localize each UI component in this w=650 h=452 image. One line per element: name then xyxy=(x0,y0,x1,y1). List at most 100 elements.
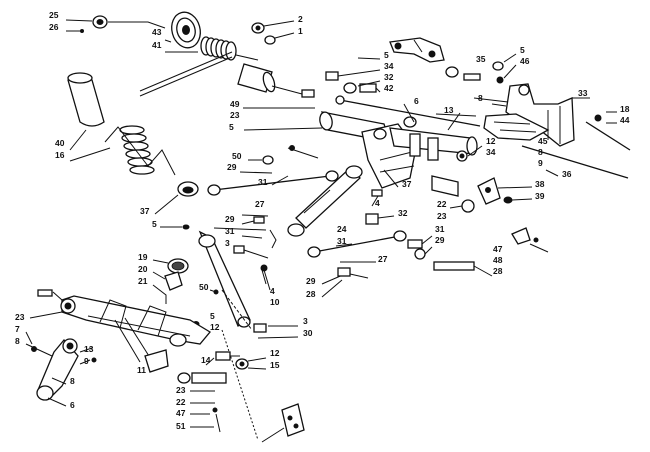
callout-c46: 46 xyxy=(520,56,530,66)
upper-shaft xyxy=(335,95,481,127)
callout-c5c: 5 xyxy=(229,122,234,132)
callout-c40: 40 xyxy=(55,138,65,148)
callout-c9a: 9 xyxy=(538,158,543,168)
callout-c12c: 12 xyxy=(270,348,280,358)
callout-c29c: 29 xyxy=(435,235,445,245)
callout-c35: 35 xyxy=(476,54,486,64)
callout-c3b: 3 xyxy=(303,316,308,326)
callout-c22a: 22 xyxy=(437,199,447,209)
callout-c1a: 1 xyxy=(298,26,303,36)
callout-c29b: 29 xyxy=(225,214,235,224)
callout-labels: 2526214341534324254635861333184449234016… xyxy=(15,10,630,431)
callout-c6a: 6 xyxy=(414,96,419,106)
callout-c44: 44 xyxy=(620,115,630,125)
callout-c38: 38 xyxy=(535,179,545,189)
callout-c10: 10 xyxy=(270,297,280,307)
spacer-tube xyxy=(237,63,276,93)
callout-c29d: 29 xyxy=(306,276,316,286)
callout-c5a: 5 xyxy=(384,50,389,60)
callout-c22b: 22 xyxy=(176,397,186,407)
callout-c8c: 8 xyxy=(15,336,20,346)
callout-c4a: 4 xyxy=(375,198,380,208)
callout-c45: 45 xyxy=(538,136,548,146)
lower-right-spacers xyxy=(431,150,475,213)
long-bolt-36 xyxy=(521,145,629,179)
callout-c16: 16 xyxy=(55,150,65,160)
callout-c9b: 9 xyxy=(84,356,89,366)
callout-c5d: 5 xyxy=(152,219,157,229)
callout-c34b: 34 xyxy=(486,147,496,157)
callout-c5b: 5 xyxy=(520,45,525,55)
callout-c49: 49 xyxy=(230,99,240,109)
idler-pulley xyxy=(171,11,201,49)
callout-c13b: 13 xyxy=(84,344,94,354)
callout-c51: 51 xyxy=(176,421,186,431)
callout-c27b: 27 xyxy=(378,254,388,264)
callout-c12a: 12 xyxy=(486,136,496,146)
callout-c27a: 27 xyxy=(255,199,265,209)
callout-c5e: 5 xyxy=(210,311,215,321)
callout-c37a: 37 xyxy=(402,179,412,189)
main-crossbar xyxy=(319,111,478,189)
callout-c34a: 34 xyxy=(384,61,394,71)
callout-c2a: 2 xyxy=(298,14,303,24)
callout-c23a: 23 xyxy=(230,110,240,120)
callout-c43: 43 xyxy=(152,27,162,37)
bumper-19 xyxy=(167,258,189,274)
end-link-6 xyxy=(36,338,79,401)
shock-absorber xyxy=(287,165,363,237)
callout-c31a: 31 xyxy=(258,177,268,187)
callout-c29a: 29 xyxy=(227,162,237,172)
callout-c31b: 31 xyxy=(225,226,235,236)
callout-c31d: 31 xyxy=(435,224,445,234)
callout-c3a: 3 xyxy=(225,238,230,248)
callout-c30: 30 xyxy=(303,328,313,338)
callout-c50b: 50 xyxy=(199,282,209,292)
callout-c8a: 8 xyxy=(478,93,483,103)
callout-c23d: 23 xyxy=(176,385,186,395)
callout-c12b: 12 xyxy=(210,322,220,332)
callout-c47a: 47 xyxy=(493,244,503,254)
callout-c31c: 31 xyxy=(337,236,347,246)
rear-plate-45 xyxy=(483,113,550,141)
callout-c39: 39 xyxy=(535,191,545,201)
callout-c11: 11 xyxy=(137,365,146,375)
callout-c4b: 4 xyxy=(270,286,275,296)
callout-c8d: 8 xyxy=(70,376,75,386)
coil-spring xyxy=(119,125,155,175)
long-bolt-44 xyxy=(585,114,631,151)
callout-c36: 36 xyxy=(562,169,572,179)
top-left-nut xyxy=(92,15,108,29)
callout-c23c: 23 xyxy=(15,312,25,322)
top-bracket xyxy=(389,37,445,63)
callout-c21: 21 xyxy=(138,276,148,286)
torsion-spring xyxy=(200,36,237,61)
callout-c50a: 50 xyxy=(232,151,242,161)
lower-trailing-arm xyxy=(60,295,211,373)
callout-c19: 19 xyxy=(138,252,148,262)
small-ring xyxy=(264,35,276,45)
dashed-centerline xyxy=(221,289,259,441)
pulley-washer xyxy=(251,22,265,34)
callout-c15: 15 xyxy=(270,360,280,370)
callout-c26a: 26 xyxy=(49,22,59,32)
link-rod-27-upper xyxy=(207,170,339,196)
callout-c41: 41 xyxy=(152,40,162,50)
callout-c18: 18 xyxy=(620,104,630,114)
callout-c42: 42 xyxy=(384,83,394,93)
callout-c32a: 32 xyxy=(384,72,394,82)
callout-c20: 20 xyxy=(138,264,148,274)
callout-c6b: 6 xyxy=(70,400,75,410)
bumper-block-47 xyxy=(511,227,539,245)
callout-c33: 33 xyxy=(578,88,588,98)
bracket-20 xyxy=(164,271,183,291)
callout-c13a: 13 xyxy=(444,105,454,115)
callout-c47b: 47 xyxy=(176,408,186,418)
callout-c48: 48 xyxy=(493,255,503,265)
callout-c23b: 23 xyxy=(437,211,447,221)
callout-c7: 7 xyxy=(15,324,20,334)
callout-c8b: 8 xyxy=(538,147,543,157)
pivot-fitting xyxy=(281,403,305,437)
callout-c24: 24 xyxy=(337,224,347,234)
